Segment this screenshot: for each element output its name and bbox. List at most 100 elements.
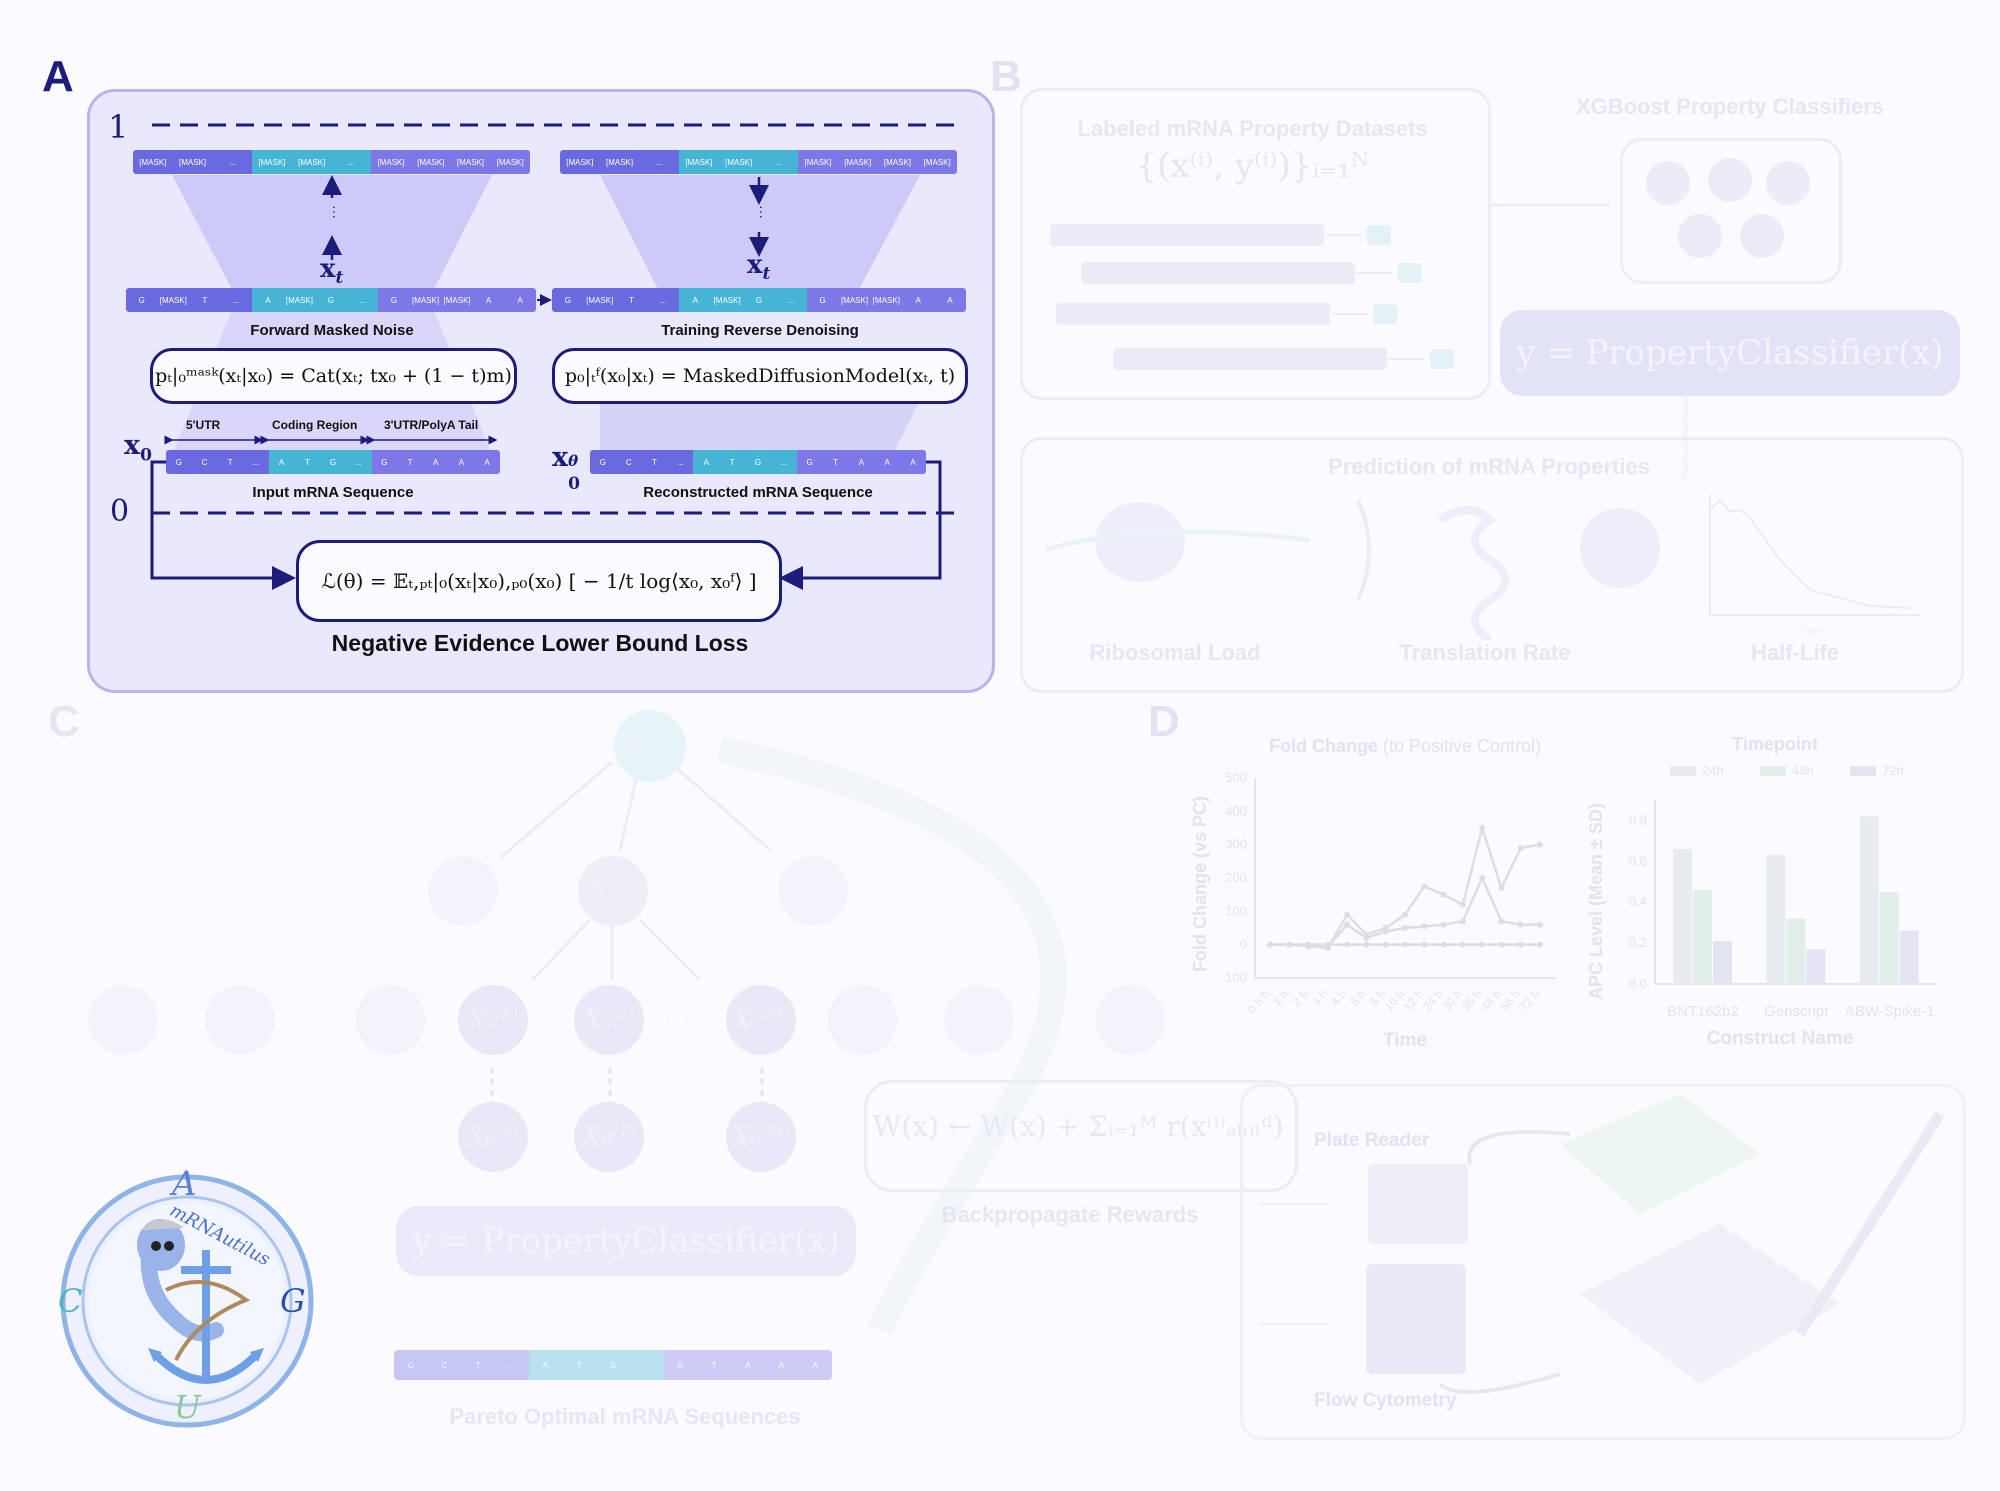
xt-label-reverse: xt: [747, 250, 771, 285]
data-point: [1537, 841, 1543, 848]
data-point: [1344, 921, 1351, 928]
x-tick-label: 6 h: [1347, 987, 1368, 1009]
sequence-token: ...: [243, 450, 269, 474]
data-point: [1363, 935, 1370, 941]
vertical-dots-reverse: ···: [754, 205, 770, 219]
y-tick-label: 300: [1225, 837, 1247, 852]
sequence-token: G: [315, 288, 347, 312]
sequence-token: G: [806, 288, 839, 312]
half-life-ylabel: Plasma concentration: [1680, 393, 1690, 480]
data-point: [1421, 923, 1428, 930]
forward-noise-label: Forward Masked Noise: [250, 322, 414, 339]
legend-label: 48h: [1792, 763, 1814, 778]
sequence-token: A: [934, 288, 966, 312]
sequence-token: A: [448, 450, 475, 474]
data-point: [1459, 918, 1466, 925]
backprop-equation: W(x) ← W(x) + Σᵢ₌₁ᴹ r(x⁽ⁱ⁾ₔₕᵢₗᵈ): [872, 1110, 1284, 1143]
sequence-token: A: [252, 288, 284, 312]
y-tick-label: 100: [1225, 903, 1247, 918]
xgboost-box: [1620, 138, 1842, 284]
data-point: [1421, 941, 1428, 948]
lab-box: [1240, 1084, 1966, 1440]
sequence-token: [MASK]: [583, 288, 616, 312]
tree-ellipsis: · · ·: [666, 1010, 691, 1027]
sequence-token: ...: [345, 450, 372, 474]
xt-label-forward: xt: [320, 254, 344, 289]
logo-letter-u: U: [174, 1388, 201, 1426]
y-tick-label: 500: [1225, 770, 1247, 785]
sequence-token: A: [528, 1350, 563, 1380]
category-label: Genscript: [1764, 1003, 1829, 1020]
y-tick-label: 400: [1225, 803, 1247, 818]
tree-leaf-faint: [944, 985, 1014, 1055]
sequence-token: G: [320, 450, 346, 474]
sequence-token: ...: [774, 288, 807, 312]
sequence-token: [MASK]: [283, 288, 316, 312]
sequence-token: A: [874, 450, 901, 474]
x-tick-label: 72 h: [1517, 987, 1543, 1014]
y-tick-label: -100: [1221, 970, 1247, 985]
bar: [1693, 889, 1712, 984]
sequence-token: ...: [770, 450, 797, 474]
dataset-bars: [1050, 224, 1454, 370]
tree-leaf-faint: [356, 985, 426, 1055]
sequence-token: A: [679, 288, 712, 312]
data-point: [1382, 928, 1389, 935]
sequence-token: T: [697, 1350, 731, 1380]
region-3utr-label: 3'UTR/PolyA Tail: [384, 418, 479, 432]
tree-node-faint: [428, 856, 498, 926]
data-point: [1517, 845, 1524, 851]
tree-sM-node: Xₛ⁽ᴹ⁾: [726, 985, 796, 1055]
tree-ellipsis: · · ·: [666, 1128, 691, 1145]
region-5utr-label: 5'UTR: [186, 418, 221, 432]
logo-letter-g: G: [280, 1282, 306, 1320]
panel-label-b: B: [990, 52, 1022, 101]
sequence-token: T: [189, 288, 221, 312]
line-chart-ylabel: Fold Change (vs PC): [1190, 795, 1210, 972]
data-point: [1305, 941, 1312, 948]
sequence-token: [MASK]: [679, 150, 719, 174]
x-tick-label: 0.5 h: [1244, 987, 1272, 1016]
sequence-token: A: [730, 1350, 765, 1380]
logo-letter-a: A: [172, 1164, 197, 1204]
xgboost-network-icon: [1646, 158, 1810, 258]
data-point: [1498, 918, 1505, 925]
data-point: [1402, 911, 1408, 918]
category-label: ABW-Spike-1: [1845, 1003, 1935, 1020]
half-life-label: Half-Life: [1751, 640, 1839, 665]
sequence-token: G: [663, 1350, 698, 1380]
data-point: [1498, 941, 1505, 948]
sequence-token: T: [641, 450, 668, 474]
bar: [1673, 849, 1692, 984]
prediction-illustrations: [1045, 495, 1920, 640]
tree-root-node: Xₜ⁽²⁾: [614, 710, 686, 782]
bar-chart-title: Timepoint: [1732, 734, 1818, 754]
x-tick-label: 3 h: [1309, 987, 1330, 1009]
sequence-token: T: [719, 450, 746, 474]
bar-chart-ylabel: APC Level (Mean ± SD): [1586, 803, 1606, 1000]
sequence-token: A: [902, 288, 935, 312]
panel-label-d: D: [1148, 697, 1180, 746]
sequence-token: G: [126, 288, 158, 312]
sequence-token: [MASK]: [371, 150, 411, 174]
sequence-token: [MASK]: [917, 150, 957, 174]
bar-chart-xlabel: Construct Name: [1706, 1028, 1854, 1049]
sequence-token: [MASK]: [490, 150, 530, 174]
sequence-token: ...: [639, 150, 680, 174]
sequence-token: T: [397, 450, 423, 474]
sequence-token: G: [552, 288, 584, 312]
tree-oM-node: X₀⁽ᴹ⁾: [726, 1102, 796, 1172]
data-point: [1479, 875, 1486, 881]
data-point: [1517, 941, 1524, 948]
data-point: [1382, 941, 1389, 948]
data-point: [1344, 911, 1351, 918]
backprop-box: [864, 1080, 1298, 1192]
data-point: [1440, 891, 1447, 898]
legend-swatch: [1850, 766, 1876, 776]
tree-leaf-faint: [88, 985, 158, 1055]
